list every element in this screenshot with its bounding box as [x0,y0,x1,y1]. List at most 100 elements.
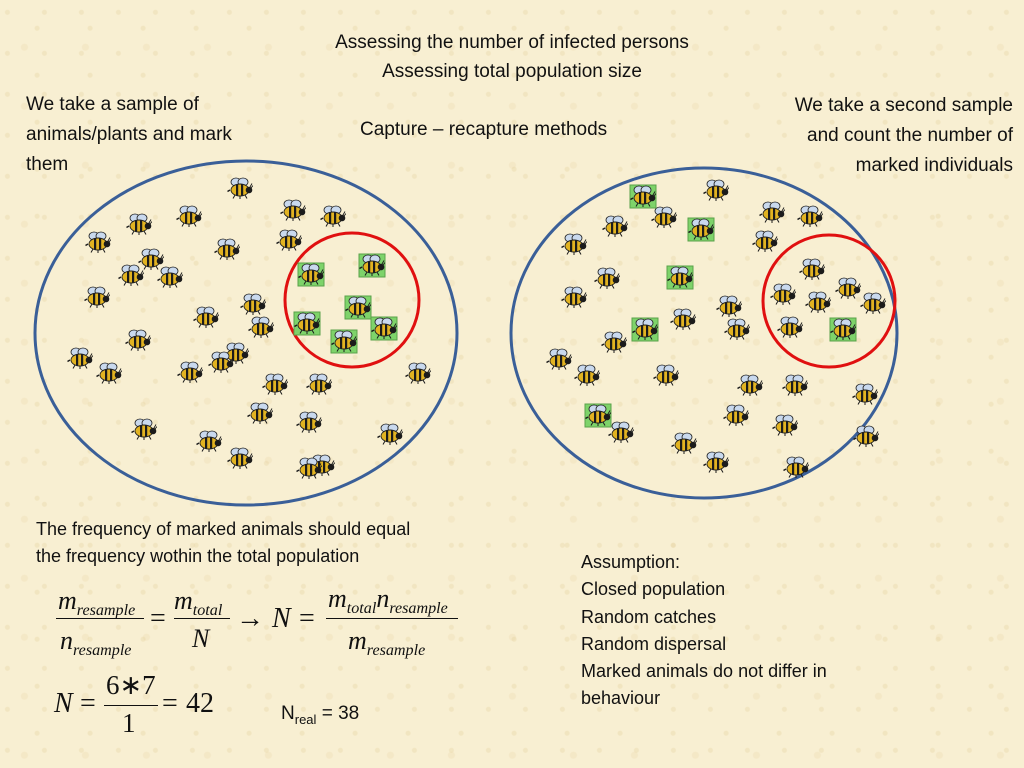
bee-icon [196,430,222,452]
bee-icon [703,451,729,473]
assumption-item: Marked animals do not differ in [581,661,827,682]
n-real-label: N [281,703,295,724]
bee-icon [405,362,431,384]
assumption-item: behaviour [581,688,661,709]
formula-denominator-right: mresample [348,626,426,660]
frequency-text: The frequency of marked animals should e… [36,516,506,570]
fraction-bar [104,705,158,706]
second-sample-marked-bees [584,184,857,428]
formula-numerator-left: mresample [58,586,136,620]
formula-N: N [272,603,291,634]
right-caption-line: We take a second sample [794,95,1013,116]
bee-icon [724,318,750,340]
frequency-text-line: The frequency of marked animals should e… [36,519,411,539]
bee-icon [860,292,886,314]
bee-icon [546,348,572,370]
bee-icon [759,201,785,223]
bee-icon [651,206,677,228]
bee-icon [125,329,151,351]
fraction-bar [326,618,458,619]
equals-sign: = [150,603,166,634]
population-ellipse-1 [33,159,459,507]
bee-icon [737,374,763,396]
assumptions-list: Assumption: Closed population Random cat… [581,549,911,713]
bee-icon [276,229,302,251]
bee-icon [247,402,273,424]
calc-numerator: 6∗7 [106,670,156,700]
bee-icon [176,205,202,227]
bee-icon [772,414,798,436]
bee-icon [601,331,627,353]
bee-icon [703,179,729,201]
bee-icon [193,306,219,328]
bee-icon [653,364,679,386]
title-line-2: Assessing total population size [382,61,642,82]
bee-icon [716,295,742,317]
assumption-heading: Assumption: [581,552,681,572]
bee-icon [574,364,600,386]
title-line-1: Assessing the number of infected persons [335,32,689,53]
bee-icon [306,373,332,395]
bee-icon [227,177,253,199]
second-sample-circle [761,233,897,369]
bee-icon [752,230,778,252]
bee-icon [799,258,825,280]
bee-icon [853,425,879,447]
n-real: Nreal = 38 [281,699,359,735]
bee-icon [118,264,144,286]
bee-icon [262,373,288,395]
assumption-item: Random dispersal [581,633,727,654]
marked-bee-icon [293,311,321,336]
bee-icon [126,213,152,235]
formula-denominator-mid: N [192,624,210,653]
bee-icon [561,233,587,255]
left-caption-line: animals/plants and mark [26,124,232,145]
bee-icon [671,432,697,454]
bee-icon [594,267,620,289]
marked-bee-icon [330,329,358,354]
bee-icon [138,248,164,270]
first-sample-marked-bees [293,253,398,354]
arrow-icon: → [236,603,264,634]
left-caption: We take a sample of animals/plants and m… [26,90,306,180]
bee-icon [670,308,696,330]
bee-icon [296,411,322,433]
first-sample-circle [283,231,421,369]
calc-N: N [54,688,73,719]
bee-icon [248,316,274,338]
n-real-value: = 38 [321,703,360,724]
equals-sign: = [299,603,315,634]
marked-bee-icon [370,316,398,341]
bee-icon [177,361,203,383]
bee-icon [377,423,403,445]
bee-icon [561,286,587,308]
equals-sign: = [80,688,96,719]
bee-icon [797,205,823,227]
bee-icon [852,383,878,405]
bee-icon [280,199,306,221]
bee-icon [835,277,861,299]
fraction-bar [56,618,144,619]
marked-bee-icon [358,253,386,278]
bee-icon [777,316,803,338]
left-caption-line: We take a sample of [26,94,199,115]
bee-icon [131,418,157,440]
bee-icon [84,286,110,308]
left-caption-line: them [26,154,69,175]
bee-icon [320,205,346,227]
marked-bee-icon [344,295,372,320]
marked-bee-icon [687,217,715,242]
bee-icon [240,293,266,315]
right-caption: We take a second sample and count the nu… [700,91,1013,181]
bee-icon [96,362,122,384]
formula-numerator-right: mtotalnresample [328,584,448,618]
assumption-item: Closed population [581,579,726,600]
bee-icon [67,347,93,369]
marked-bee-icon [666,265,694,290]
bee-icon [85,231,111,253]
marked-bee-icon [584,403,612,428]
marked-bee-icon [629,184,657,209]
bee-icon [723,404,749,426]
formula-denominator-left: nresample [60,626,132,660]
bee-icon [782,374,808,396]
